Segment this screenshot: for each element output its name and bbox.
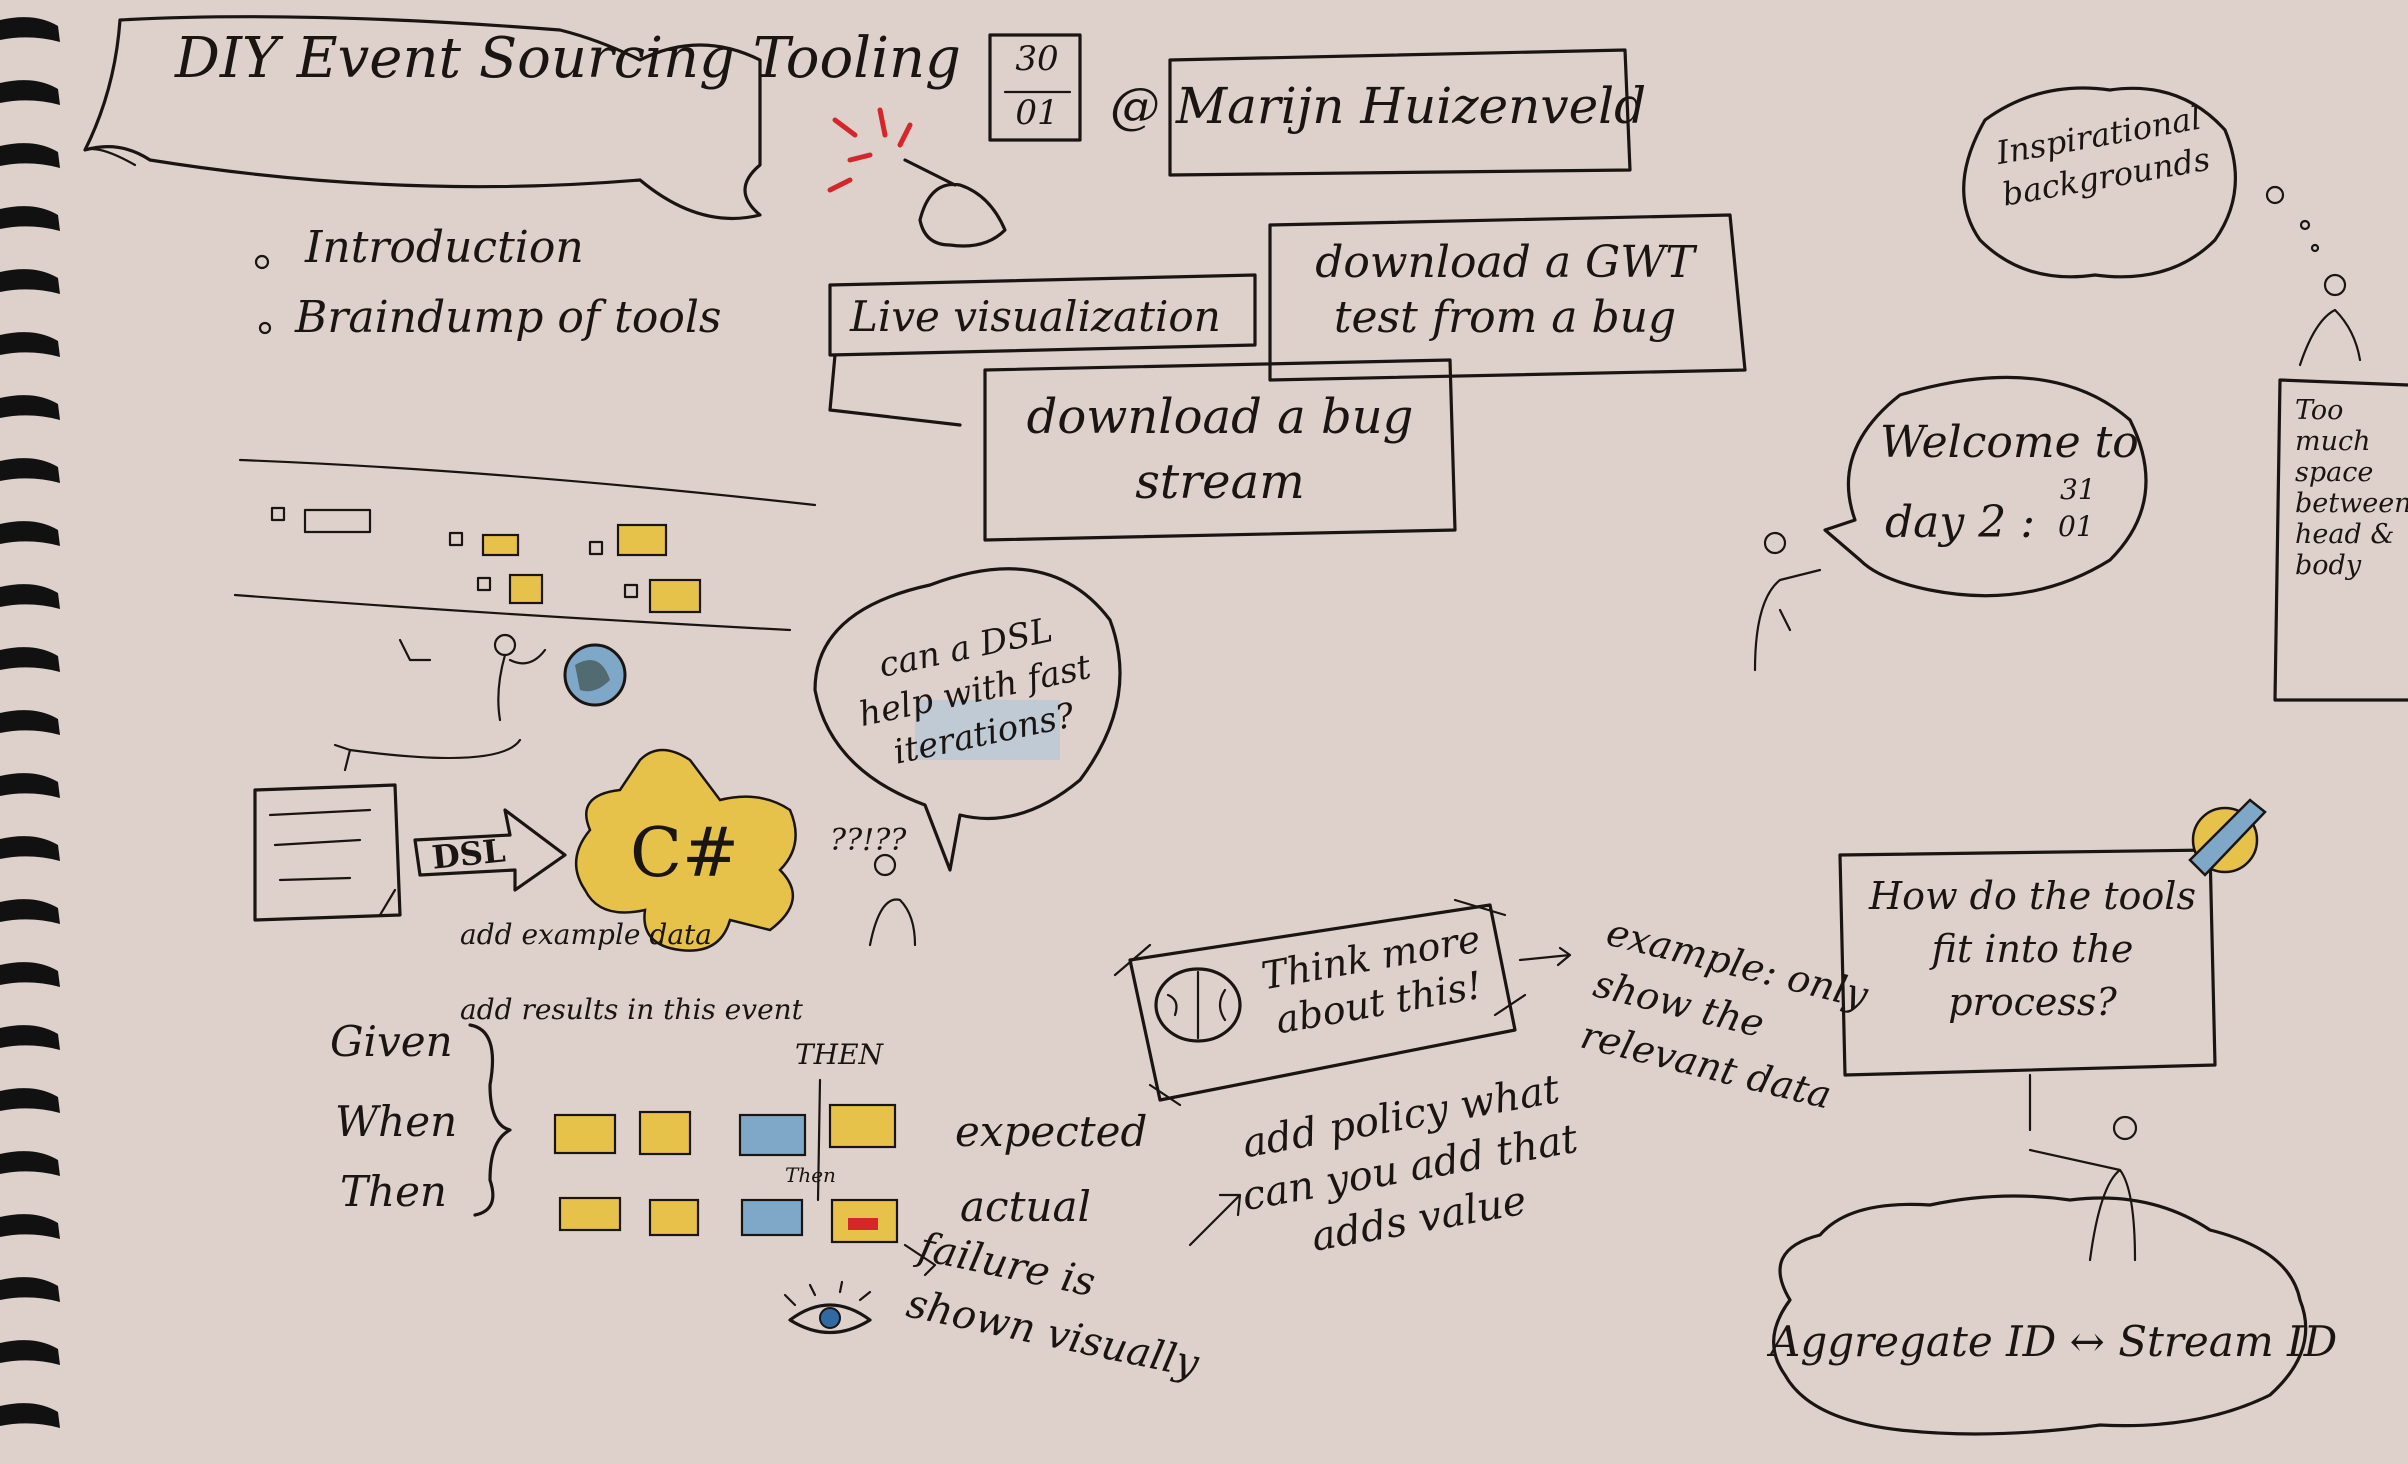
gwt-then: Then [340,1167,447,1216]
tools-question-text: How do the tools fit into the process? [1869,874,2196,1025]
dsl-question-bubble [813,567,1122,872]
gwt-given: Given [330,1017,453,1066]
date-box [988,33,1082,142]
download-gwt-box [1268,213,1747,382]
dsl-note-example-data: add example data [460,918,712,951]
highlight [915,700,1060,760]
download-stream-label: download a bug stream [1026,389,1414,510]
download-gwt-label: download a GWT test from a bug [1315,237,1695,343]
binding-ring [0,1214,60,1239]
aggregate-cloud [1772,1194,2308,1436]
unicorn-icon [903,158,1007,248]
welcome-line2: day 2 : [1885,497,2036,548]
binding-ring [0,584,60,609]
title-text: DIY Event Sourcing Tooling [175,26,961,91]
dsl-note-results: add results in this event [460,993,803,1026]
binding-ring [0,206,60,231]
small-boxes [270,506,702,614]
dsl-label: DSL [430,831,508,877]
binding-ring [0,1025,60,1050]
binding-ring [0,836,60,861]
date-month: 01 [1015,93,1059,133]
tools-question-box [1838,848,2217,1077]
inspirational-cloud [1962,86,2237,279]
live-visualization-box [828,273,1257,427]
binding-ring [0,332,60,357]
wrench-icon [2188,798,2267,877]
binding-ring [0,647,60,672]
spiral-binding [0,17,60,1428]
binding-ring [0,1340,60,1365]
welcome-day: 31 [2060,473,2096,506]
binding-ring [0,899,60,924]
binding-ring [0,269,60,294]
eye-icon [783,1280,872,1335]
brain-icon [1154,967,1242,1043]
gwt-then-small: Then [785,1163,836,1187]
red-sparks [827,107,913,193]
csharp-label: C# [630,814,740,893]
think-more-frame [1128,903,1517,1102]
sticky-notes [553,1078,899,1244]
download-stream-box [983,358,1457,542]
welcome-month: 01 [2058,510,2094,543]
binding-ring [0,521,60,546]
gwt-then-header: THEN [795,1038,884,1071]
binding-ring [0,710,60,735]
too-much-space-box [2273,378,2408,702]
confusion-marks: ??!?? [830,823,907,858]
binding-ring [0,1277,60,1302]
binding-ring [0,1403,60,1428]
gwt-when: When [335,1097,458,1146]
agenda-item-introduction: Introduction [305,222,584,273]
title-banner [83,15,762,221]
live-visualization-label: Live visualization [850,292,1221,341]
row-label-expected: expected [955,1107,1148,1156]
binding-ring [0,17,60,42]
binding-ring [0,395,60,420]
speaker-name: @ Marijn Huizenveld [1110,77,1647,135]
binding-ring [0,773,60,798]
welcome-bubble [1823,375,2148,598]
agenda-item-braindump: Braindump of tools [295,292,722,343]
welcome-line1: Welcome to [1880,417,2139,468]
csharp-puzzle [574,748,797,952]
dsl-arrow [413,808,567,892]
binding-ring [0,80,60,105]
aggregate-text: Aggregate ID ↔ Stream ID [1770,1317,2338,1366]
too-much-space-text: Too much space between head & body [2295,395,2408,582]
date-day: 30 [1015,39,1059,79]
binding-ring [0,1151,60,1176]
speaker-frame [1168,48,1632,177]
binding-ring [0,458,60,483]
row-label-actual: actual [960,1182,1091,1231]
binding-ring [0,962,60,987]
binding-ring [0,143,60,168]
document-icon [253,783,402,922]
binding-ring [0,1088,60,1113]
